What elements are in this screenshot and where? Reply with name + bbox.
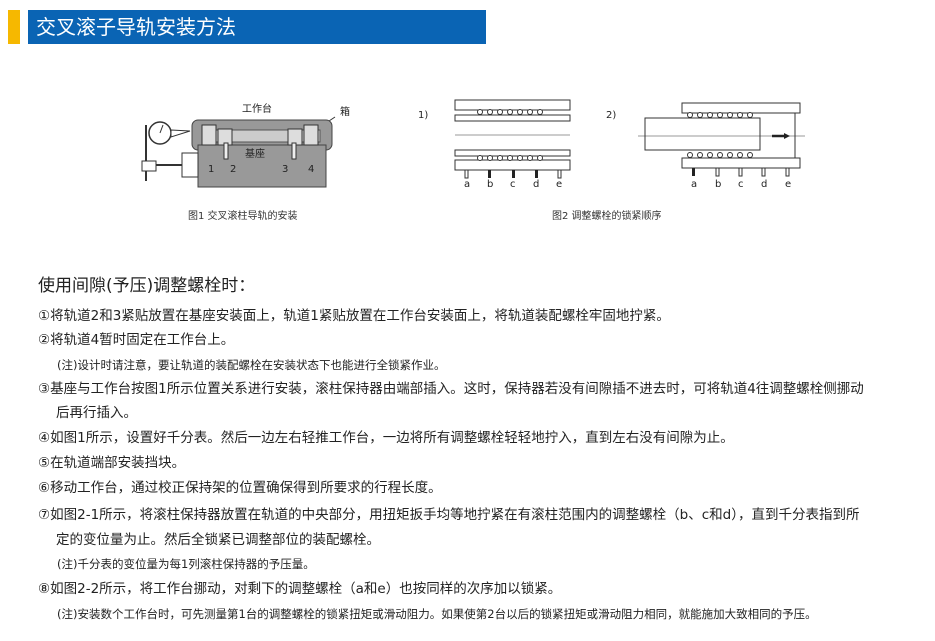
panel2-label: 2) xyxy=(606,110,616,121)
title-accent xyxy=(8,10,20,44)
bolt-d-1: d xyxy=(533,179,539,190)
step-3: ③基座与工作台按图1所示位置关系进行安装，滚柱保持器由端部插入。这时，保持器若没… xyxy=(38,381,864,397)
bolt-b-1: b xyxy=(487,179,493,190)
note-3: (注)安装数个工作台时，可先测量第1台的调整螺栓的锁紧扭矩或滑动阻力。如果使第2… xyxy=(57,607,817,621)
rail-label-1: 1 xyxy=(208,164,214,175)
figure2-diagram: 1) a b c d e 2) a b c d e xyxy=(418,99,805,190)
step-6: ⑥移动工作台，通过校正保持架的位置确保得到所要求的行程长度。 xyxy=(38,480,442,496)
section-heading: 使用间隙(予压)调整螺栓时： xyxy=(38,276,256,296)
step-8: ⑧如图2-2所示，将工作台挪动，对剩下的调整螺栓（a和e）也按同样的次序加以锁紧… xyxy=(38,581,562,597)
step-7-cont: 定的变位量为止。然后全锁紧已调整部位的装配螺栓。 xyxy=(56,532,380,548)
step-7: ⑦如图2-1所示，将滚柱保持器放置在轨道的中央部分，用扭矩扳手均等地拧紧在有滚柱… xyxy=(38,507,860,523)
label-base: 基座 xyxy=(245,147,265,160)
title-bar: 交叉滚子导轨安装方法 xyxy=(28,10,486,44)
step-4: ④如图1所示，设置好千分表。然后一边左右轻推工作台，一边将所有调整螺栓轻轻地拧入… xyxy=(38,430,734,446)
figure1-diagram: 工作台 箱 基座 1 2 3 4 xyxy=(141,102,350,188)
page-title: 交叉滚子导轨安装方法 xyxy=(36,15,236,39)
rail-label-4: 4 xyxy=(308,164,314,175)
bolt-d-2: d xyxy=(761,179,767,190)
bolt-e-1: e xyxy=(556,179,562,190)
step-5: ⑤在轨道端部安装挡块。 xyxy=(38,455,186,471)
bolt-a-2: a xyxy=(691,179,697,190)
step-3-cont: 后再行插入。 xyxy=(56,405,137,421)
label-box: 箱 xyxy=(340,105,350,118)
step-2: ②将轨道4暂时固定在工作台上。 xyxy=(38,332,235,348)
rail-label-3: 3 xyxy=(282,164,288,175)
step-1: ①将轨道2和3紧贴放置在基座安装面上，轨道1紧贴放置在工作台安装面上，将轨道装配… xyxy=(38,308,670,324)
note-2: (注)千分表的变位量为每1列滚柱保持器的予压量。 xyxy=(57,557,315,571)
note-1: (注)设计时请注意，要让轨道的装配螺栓在安装状态下也能进行全锁紧作业。 xyxy=(57,358,446,372)
figure1-caption: 图1 交叉滚柱导轨的安装 xyxy=(188,211,298,222)
bolt-c-2: c xyxy=(738,179,744,190)
figure2-caption: 图2 调整螺栓的锁紧顺序 xyxy=(552,211,662,222)
bolt-b-2: b xyxy=(715,179,721,190)
panel1-label: 1) xyxy=(418,110,428,121)
bolt-e-2: e xyxy=(785,179,791,190)
bolt-a-1: a xyxy=(464,179,470,190)
label-table: 工作台 xyxy=(242,102,272,115)
bolt-c-1: c xyxy=(510,179,516,190)
rail-label-2: 2 xyxy=(230,164,236,175)
